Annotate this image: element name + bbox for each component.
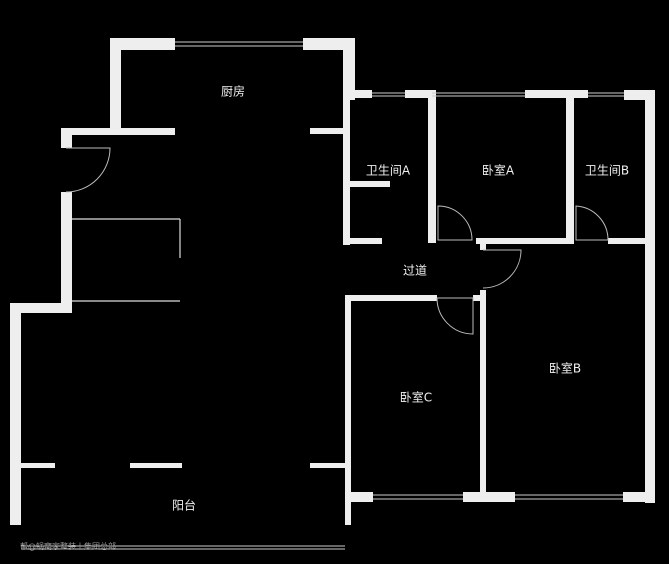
doors	[65, 147, 609, 335]
walls	[10, 38, 655, 525]
watermark: 帮@蜗窝家整装丨集团总部	[20, 542, 116, 551]
room-label-hallway: 过道	[402, 263, 428, 278]
room-label-bathroom-b: 卫生间B	[584, 163, 630, 178]
room-label-balcony: 阳台	[171, 498, 197, 513]
windows	[21, 41, 624, 550]
room-label-kitchen: 厨房	[220, 84, 246, 99]
room-label-bedroom-c: 卧室C	[399, 390, 433, 405]
room-label-bedroom-b: 卧室B	[548, 361, 582, 376]
interior-lines	[72, 218, 181, 302]
room-label-bedroom-a: 卧室A	[481, 163, 515, 178]
room-label-bathroom-a: 卫生间A	[365, 163, 411, 178]
